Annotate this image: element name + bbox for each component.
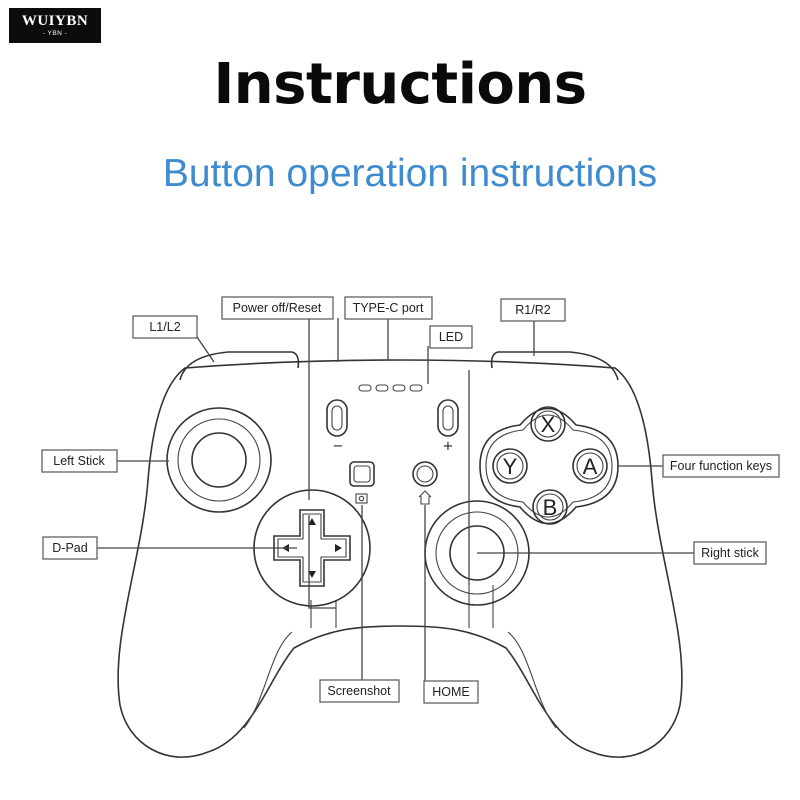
plus-button-label: + xyxy=(443,439,454,454)
x-button[interactable]: X xyxy=(530,406,566,442)
dpad-down-icon xyxy=(308,571,316,578)
face-buttons-housing xyxy=(479,407,619,525)
right-bumper xyxy=(490,351,619,381)
callout-right-stick: Right stick xyxy=(693,541,767,565)
a-button[interactable]: A xyxy=(572,448,608,484)
callout-four-keys-label: Four function keys xyxy=(670,459,772,473)
screenshot-button[interactable] xyxy=(349,461,375,487)
callout-right-stick-label: Right stick xyxy=(701,546,759,560)
home-button[interactable] xyxy=(412,461,438,487)
callout-power-label: Power off/Reset xyxy=(233,301,322,315)
minus-button-label: − xyxy=(333,439,344,454)
callout-home: HOME xyxy=(423,680,479,704)
grip-contour xyxy=(243,631,557,729)
callout-home-label: HOME xyxy=(432,685,470,699)
home-icon xyxy=(418,490,432,505)
b-button[interactable]: B xyxy=(532,489,568,525)
callout-four-keys: Four function keys xyxy=(662,454,780,478)
callout-power: Power off/Reset xyxy=(221,296,334,320)
callout-l1l2: L1/L2 xyxy=(132,315,198,339)
callout-led: LED xyxy=(429,325,473,349)
callout-left-stick: Left Stick xyxy=(41,449,118,473)
callout-led-label: LED xyxy=(439,330,463,344)
camera-icon xyxy=(355,493,368,504)
brand-logo: WUIYBN - YBN - xyxy=(9,8,101,43)
callout-l1l2-label: L1/L2 xyxy=(149,320,180,334)
callout-lines xyxy=(97,318,694,681)
callout-r1r2: R1/R2 xyxy=(500,298,566,322)
callout-left-stick-label: Left Stick xyxy=(53,454,105,468)
left-stick[interactable] xyxy=(166,407,272,513)
minus-button[interactable]: − xyxy=(326,399,348,454)
brand-logo-subtext: - YBN - xyxy=(42,30,68,37)
callout-dpad-label: D-Pad xyxy=(52,541,87,555)
page-title: Instructions xyxy=(213,52,587,117)
x-button-label: X xyxy=(541,412,556,437)
y-button[interactable]: Y xyxy=(492,448,528,484)
callout-screenshot-label: Screenshot xyxy=(327,684,391,698)
brand-logo-text: WUIYBN xyxy=(21,13,89,29)
face-buttons-housing-inner xyxy=(485,414,613,518)
a-button-label: A xyxy=(583,454,598,479)
dpad-up-icon xyxy=(308,518,316,525)
b-button-label: B xyxy=(543,495,558,520)
plus-button[interactable]: + xyxy=(437,399,459,454)
dpad-right-icon xyxy=(335,544,342,552)
led-indicators xyxy=(358,384,423,392)
callout-r1r2-label: R1/R2 xyxy=(515,303,550,317)
page-subtitle: Button operation instructions xyxy=(162,152,658,195)
callout-typec: TYPE-C port xyxy=(344,296,433,320)
callout-typec-label: TYPE-C port xyxy=(353,301,424,315)
left-bumper xyxy=(179,351,300,381)
callout-dpad: D-Pad xyxy=(42,536,98,560)
controller-body xyxy=(117,359,683,758)
y-button-label: Y xyxy=(503,454,518,479)
callout-screenshot: Screenshot xyxy=(319,679,400,703)
